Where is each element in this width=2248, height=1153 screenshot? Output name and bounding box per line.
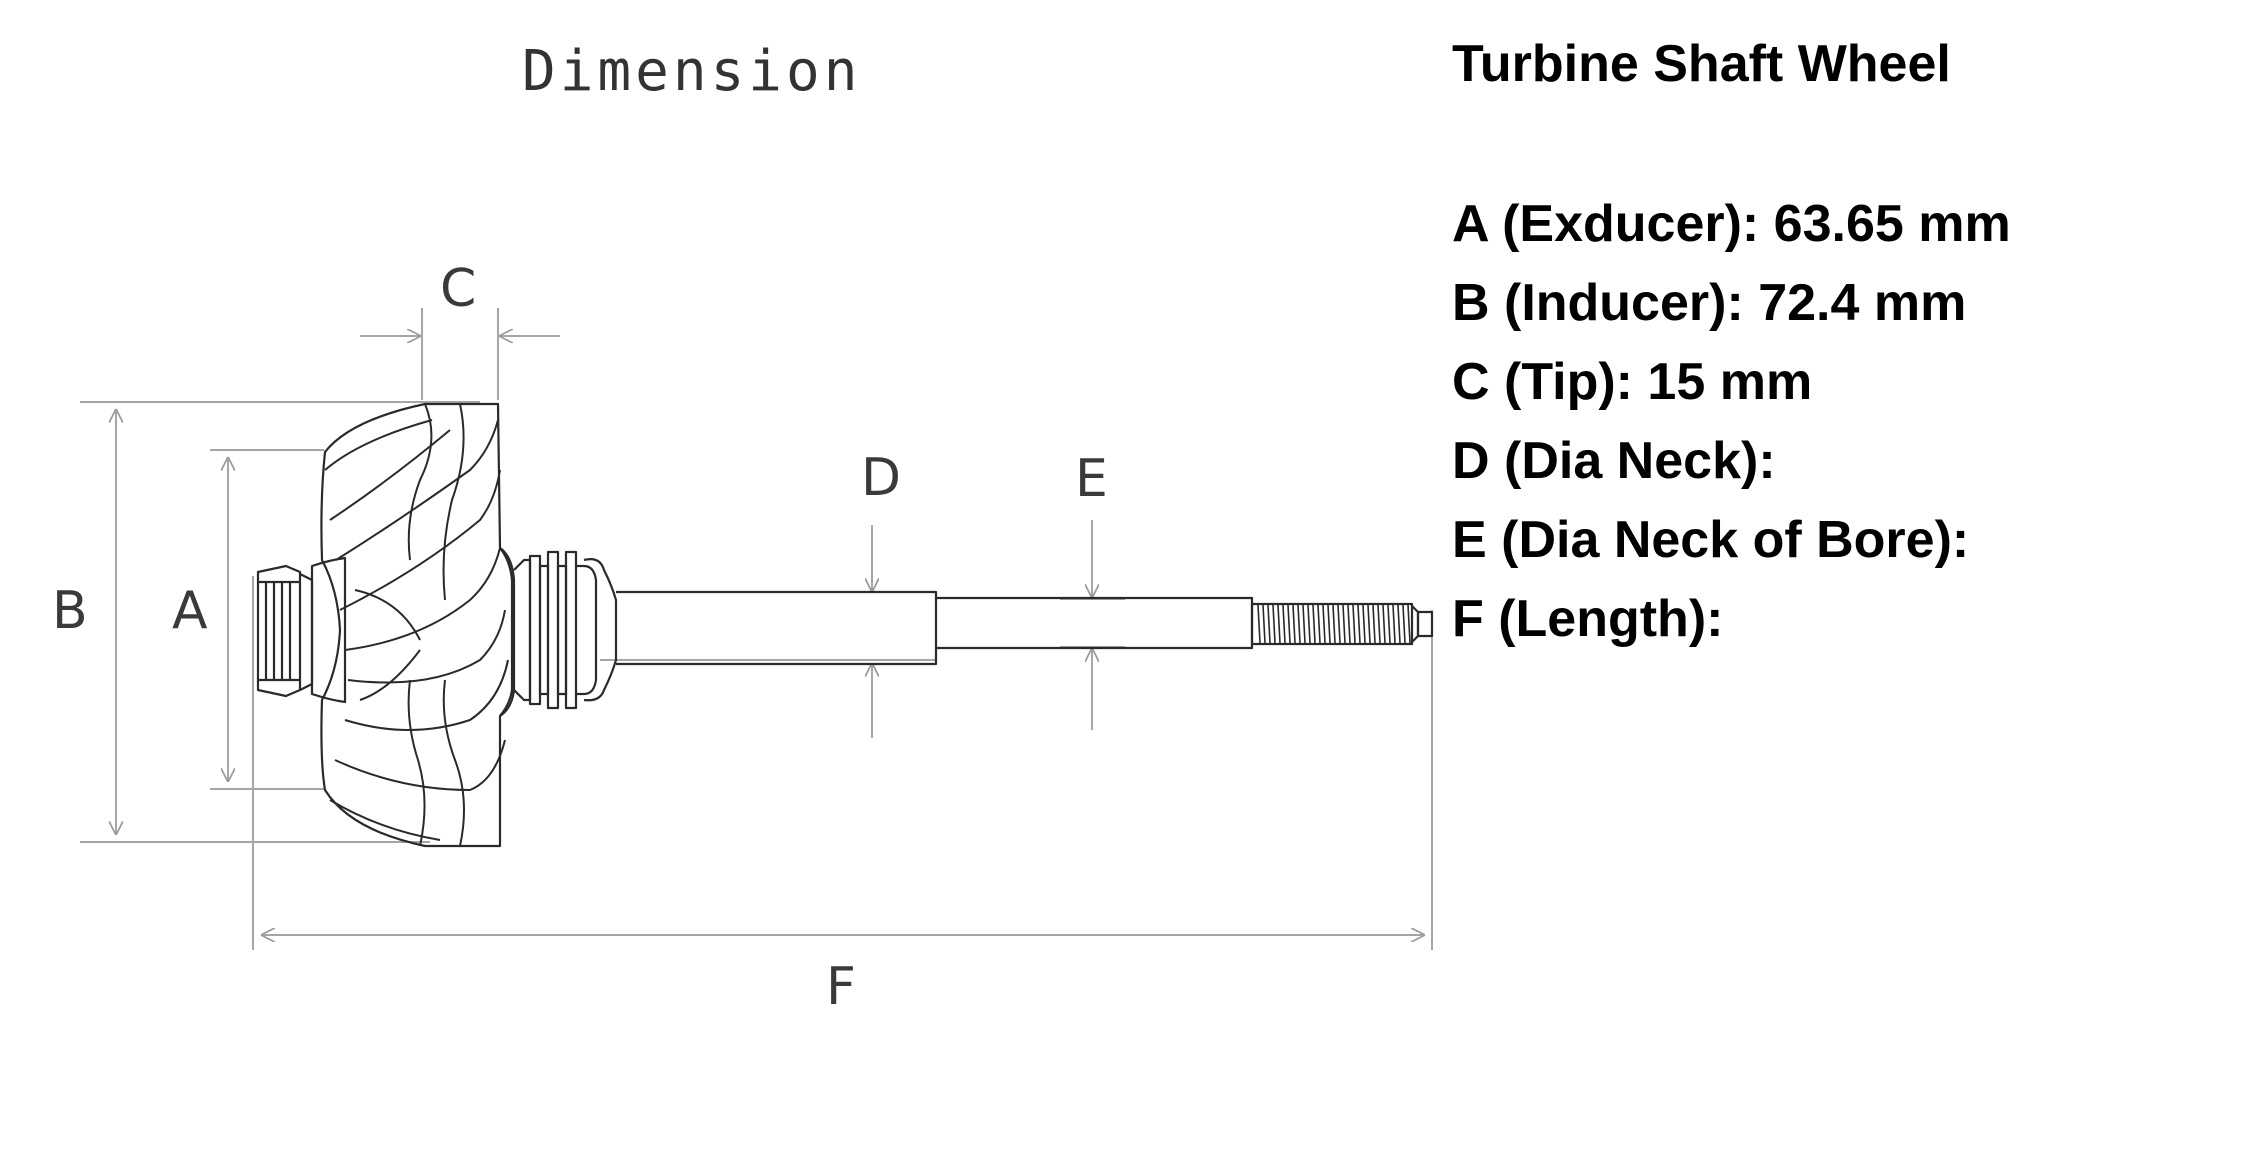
thread-line <box>1257 604 1261 644</box>
thread-line <box>1287 604 1291 644</box>
threaded-end <box>1250 602 1434 646</box>
thread-line <box>1357 604 1361 644</box>
spec-inducer: B (Inducer): 72.4 mm <box>1452 274 1967 332</box>
wheel-back-face <box>499 547 516 717</box>
thread-line <box>1372 604 1376 644</box>
turbine-wheel-drawing <box>256 402 1434 848</box>
thread-line <box>1272 604 1276 644</box>
seal-rings <box>513 550 618 710</box>
spec-title: Turbine Shaft Wheel <box>1452 35 1951 93</box>
spec-tip: C (Tip): 15 mm <box>1452 353 1813 411</box>
thread-line <box>1282 604 1286 644</box>
thread-line <box>1382 604 1386 644</box>
nose-nut <box>256 564 314 698</box>
shaft-section-d <box>616 590 938 666</box>
label-d: D <box>861 448 901 508</box>
wheel-outline <box>320 402 514 848</box>
label-c: C <box>440 259 476 319</box>
spec-length: F (Length): <box>1452 590 1724 648</box>
thread-line <box>1337 604 1341 644</box>
thread-line <box>1342 604 1346 644</box>
thread-line <box>1367 604 1371 644</box>
thread-line <box>1277 604 1281 644</box>
thread-line <box>1347 604 1351 644</box>
thread-line <box>1352 604 1356 644</box>
spec-dia-neck: D (Dia Neck): <box>1452 432 1776 490</box>
thread-line <box>1377 604 1381 644</box>
thread-line <box>1307 604 1311 644</box>
thread-line <box>1387 604 1391 644</box>
spec-dia-neck-bore: E (Dia Neck of Bore): <box>1452 511 1970 569</box>
thread-line <box>1322 604 1326 644</box>
shaft-section-e <box>936 596 1254 650</box>
label-e: E <box>1075 449 1108 509</box>
thread-line <box>1262 604 1266 644</box>
thread-line <box>1312 604 1316 644</box>
label-a: A <box>172 581 208 641</box>
thread-line <box>1327 604 1331 644</box>
thread-line <box>1297 604 1301 644</box>
dimension-lines <box>80 308 1433 950</box>
diagram-heading: Dimension <box>522 39 861 104</box>
wheel-blades <box>324 403 509 847</box>
label-b: B <box>52 581 88 641</box>
thread-line <box>1267 604 1271 644</box>
spec-exducer: A (Exducer): 63.65 mm <box>1452 195 2011 253</box>
thread-line <box>1302 604 1306 644</box>
thread-line <box>1332 604 1336 644</box>
thread-line <box>1397 604 1401 644</box>
thread-line <box>1362 604 1366 644</box>
thread-line <box>1292 604 1296 644</box>
label-f: F <box>826 957 856 1017</box>
thread-line <box>1317 604 1321 644</box>
thread-line <box>1402 604 1406 644</box>
thread-line <box>1392 604 1396 644</box>
thread-line <box>1407 604 1411 644</box>
